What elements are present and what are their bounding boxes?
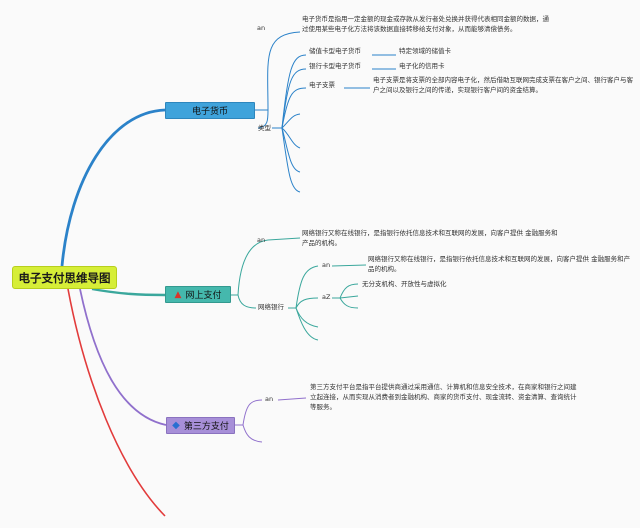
online-payment-definition: 网络银行又称在线银行，是指银行依托信息技术和互联网的发展，向客户提供 金融服务和… (302, 229, 558, 247)
fire-icon: ▲ (174, 289, 182, 300)
connector-sub-an (295, 265, 319, 309)
connector-sub-an-text (331, 264, 367, 267)
topic-online-payment-label: 网上支付 (185, 291, 222, 301)
water-drop-icon: ◆ (172, 420, 180, 431)
online-bank-features: 无分支机构、开放性与虚拟化 (362, 280, 447, 288)
connector-b2-sub (237, 294, 257, 309)
type-stored-value-card-detail: 特定领域的储值卡 (399, 47, 451, 55)
connector-b1-types (257, 109, 269, 129)
connector-type-2 (281, 68, 307, 129)
connector-root-third-party (79, 288, 167, 426)
type-stored-value-card: 储值卡型电子货币 (309, 47, 361, 55)
connector-sub-leaf-2 (295, 307, 319, 341)
online-payment-an-key: an (257, 236, 266, 244)
connector-b2-an (237, 239, 269, 296)
electronic-money-an-key: an (257, 24, 266, 32)
connector-az-2 (339, 295, 359, 299)
connector-root-electronic-money (60, 108, 166, 267)
connector-b3-an-text (277, 397, 307, 401)
connector-sub-az (295, 297, 319, 309)
third-party-an-key: an (265, 395, 274, 403)
connector-type-4 (281, 113, 301, 129)
online-bank-definition: 网络银行又称在线银行，是指银行依托信息技术和互联网的发展，向客户提供 金融服务和… (368, 255, 631, 273)
connector-b3-leaf (242, 424, 263, 443)
type-electronic-check: 电子支票 (309, 81, 335, 89)
root-topic-label: 电子支付思维导图 (18, 270, 111, 285)
topic-third-party-payment[interactable]: ◆ 第三方支付 (166, 417, 235, 434)
connector-b1-an (267, 31, 301, 111)
connector-type-3 (281, 87, 307, 129)
connector-root-empty-branch (67, 288, 166, 517)
connector-root-online-payment (91, 287, 166, 297)
connector-az-3 (339, 297, 359, 309)
connector-type-6 (281, 127, 301, 173)
electronic-money-types-label: 类型 (258, 124, 271, 132)
connector-b3-an (242, 399, 263, 426)
type-electronic-check-detail: 电子支票是将支票的全部内容电子化，然后借助互联网完成支票在客户之间、银行客户与客… (373, 76, 633, 94)
type-bank-card: 银行卡型电子货币 (309, 62, 361, 70)
connector-az-1 (339, 283, 359, 299)
electronic-money-definition: 电子货币是指用一定金额的现金或存款从发行者处兑换并获得代表相同金额的数据，通过使… (302, 15, 549, 33)
topic-online-payment[interactable]: ▲ 网上支付 (165, 286, 231, 303)
connector-type-7 (281, 127, 301, 193)
type-bank-card-detail: 电子化的信用卡 (399, 62, 445, 70)
root-topic[interactable]: 电子支付思维导图 (12, 266, 117, 289)
online-bank-an-key: an (322, 261, 331, 269)
connector-type-5 (281, 127, 301, 149)
topic-electronic-money[interactable]: 电子货币 (165, 102, 255, 119)
connector-b2-an-text (267, 237, 301, 241)
topic-third-party-payment-label: 第三方支付 (183, 422, 229, 432)
topic-electronic-money-label: 电子货币 (191, 107, 228, 117)
online-bank-az-key: aZ (322, 293, 331, 301)
online-bank-label: 网络银行 (258, 303, 284, 311)
third-party-definition: 第三方支付平台是指平台提供商通过采用通信、计算机和信息安全技术，在商家和银行之间… (310, 383, 577, 411)
